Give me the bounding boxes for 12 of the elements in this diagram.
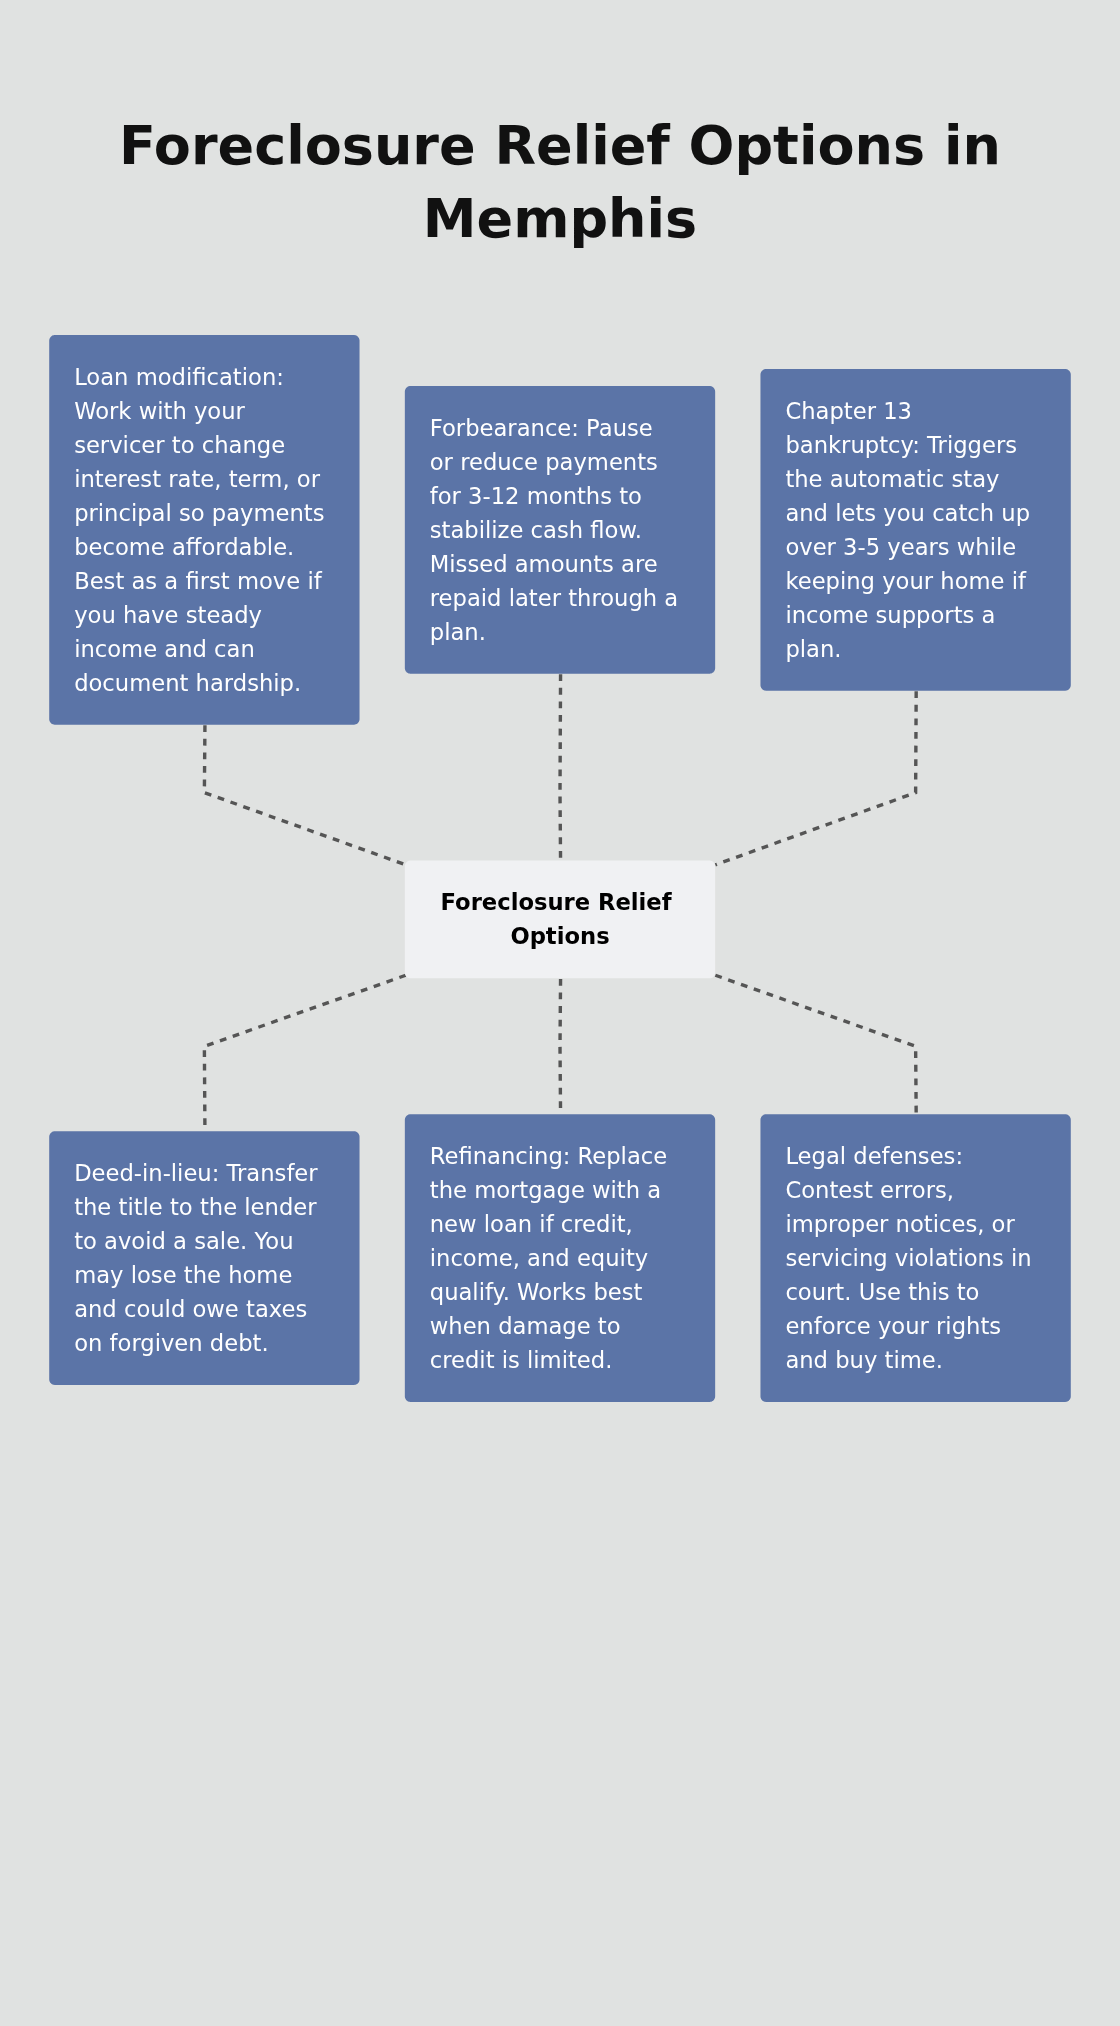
connector	[714, 973, 918, 1115]
node-box: Loan modification: Work with your servicer to change interest rate, term, or principal so payments become affordable. Best as a first move if you have steady income and can document hardship.	[49, 334, 360, 725]
title: Foreclosure Relief Options in Memphis	[118, 113, 1002, 252]
connector	[558, 674, 563, 861]
node-box: Refinancing: Replace the mortgage with a new loan if credit, income, and equity qualify. Works best when damage to credit is limited.	[404, 1114, 716, 1402]
connector	[714, 691, 918, 867]
node-box: Chapter 13 bankruptcy: Triggers the automatic stay and lets you catch up over 3-5 years while keeping your home if income supports a plan.	[760, 368, 1071, 691]
node-box: Forbearance: Pause or reduce payments for 3-12 months to stabilize cash flow. Missed amounts are repaid later through a plan.	[404, 385, 716, 674]
node-box: Foreclosure Relief Options	[404, 860, 716, 979]
node-box: Deed-in-lieu: Transfer the title to the lender to avoid a sale. You may lose the home and could owe taxes on forgiven debt.	[49, 1131, 360, 1385]
node-box: Legal defenses: Contest errors, improper notices, or servicing violations in court. Use this to enforce your rights and buy time.	[760, 1114, 1071, 1402]
connector	[202, 725, 407, 867]
